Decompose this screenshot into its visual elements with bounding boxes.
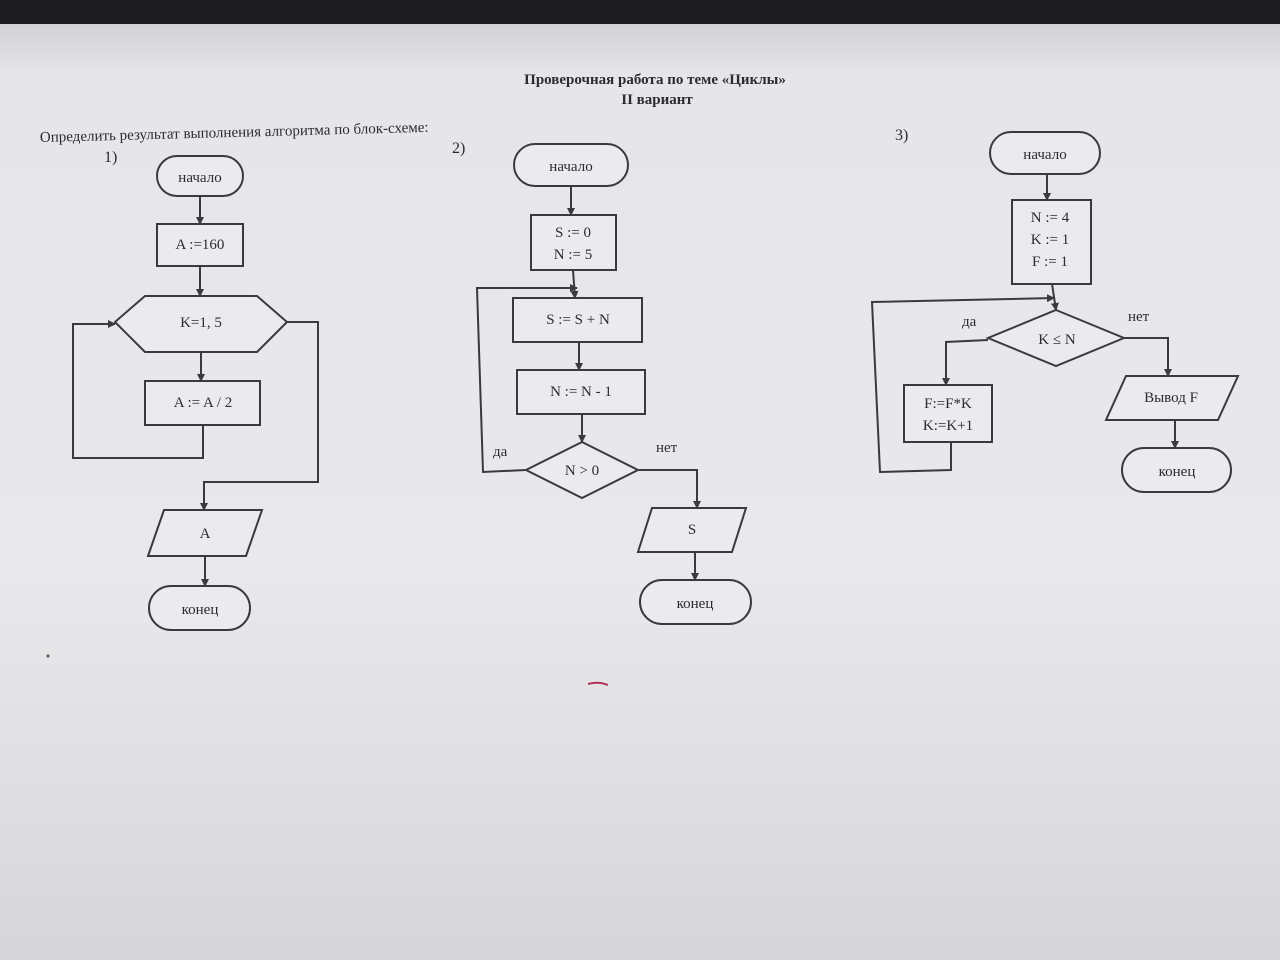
scheme1-output bbox=[146, 509, 264, 557]
scheme1-body-label: A := A / 2 bbox=[174, 395, 232, 411]
flowchart-3: 3) начало N := 4 K := 1 F := 1 K ≤ N да … bbox=[870, 127, 1240, 493]
scheme2-condition-label: N > 0 bbox=[565, 463, 599, 479]
scheme2-step-1 bbox=[512, 297, 643, 343]
scheme3-body-label-1: F:=F*K bbox=[924, 396, 972, 412]
scheme3-output-label: Вывод F bbox=[1144, 390, 1198, 406]
scheme2-step-2-label: N := N - 1 bbox=[550, 384, 612, 400]
scheme3-yes-branch bbox=[942, 339, 989, 386]
scheme3-condition bbox=[985, 308, 1127, 368]
scheme2-step-1-label: S := S + N bbox=[546, 312, 610, 328]
scheme3-number: 3) bbox=[895, 127, 908, 144]
scheme3-output bbox=[1104, 375, 1240, 421]
scheme3-init-label-2: K := 1 bbox=[1031, 232, 1069, 248]
scheme1-loop-label: K=1, 5 bbox=[180, 315, 222, 331]
scheme2-end bbox=[639, 579, 752, 625]
scheme1-end bbox=[148, 585, 251, 631]
scheme1-end-label: конец bbox=[182, 602, 219, 618]
scheme2-init-label-2: N := 5 bbox=[554, 247, 592, 263]
scheme3-body-label-2: K:=K+1 bbox=[923, 418, 973, 434]
scheme2-loop-back bbox=[475, 284, 578, 474]
scheme3-yes-label: да bbox=[962, 314, 977, 330]
scheme3-condition-label: K ≤ N bbox=[1038, 332, 1076, 348]
scheme2-output-label: S bbox=[688, 522, 696, 538]
scheme2-exit bbox=[638, 469, 701, 509]
paper-ink-mark bbox=[587, 681, 609, 686]
scheme3-start bbox=[989, 131, 1101, 175]
scheme3-init-label-1: N := 4 bbox=[1031, 210, 1070, 226]
scheme1-loop-back bbox=[72, 320, 204, 459]
scheme3-no-label: нет bbox=[1128, 309, 1150, 325]
scheme3-no-branch bbox=[1124, 337, 1172, 377]
scheme1-body bbox=[144, 380, 261, 426]
scheme3-end bbox=[1121, 447, 1232, 493]
scheme2-output bbox=[636, 507, 748, 553]
scheme3-body bbox=[903, 384, 993, 443]
scheme2-end-label: конец bbox=[677, 596, 714, 612]
scheme1-output-label: A bbox=[200, 526, 211, 542]
scheme2-no-label: нет bbox=[656, 440, 678, 456]
scheme2-number: 2) bbox=[452, 140, 465, 157]
scheme2-start-label: начало bbox=[549, 159, 592, 175]
scheme3-loop-back bbox=[870, 294, 1055, 474]
scheme3-init-label-3: F := 1 bbox=[1032, 254, 1068, 270]
scheme1-start-label: начало bbox=[178, 170, 221, 186]
document-variant: II вариант bbox=[621, 92, 693, 108]
paper-top-edge-fold bbox=[0, 14, 1280, 24]
scheme2-condition bbox=[523, 440, 641, 500]
scheme1-assign-label: A :=160 bbox=[176, 237, 225, 253]
scheme1-assign bbox=[156, 223, 244, 267]
scheme2-init bbox=[530, 214, 617, 271]
scheme3-start-label: начало bbox=[1023, 147, 1066, 163]
scheme2-init-label-1: S := 0 bbox=[555, 225, 591, 241]
scheme3-init bbox=[1011, 199, 1092, 285]
flowchart-1: 1) начало A :=160 K=1, 5 A := A / 2 A ко… bbox=[72, 149, 319, 631]
scheme1-number: 1) bbox=[104, 149, 117, 166]
scheme3-end-label: конец bbox=[1159, 464, 1196, 480]
document-title: Проверочная работа по теме «Циклы» bbox=[524, 72, 786, 88]
flowchart-2: 2) начало S := 0 N := 5 S := S + N N := … bbox=[452, 140, 752, 625]
scheme2-yes-label: да bbox=[493, 444, 508, 460]
scheme1-loop-exit bbox=[200, 321, 319, 511]
paper-speck bbox=[46, 654, 50, 658]
